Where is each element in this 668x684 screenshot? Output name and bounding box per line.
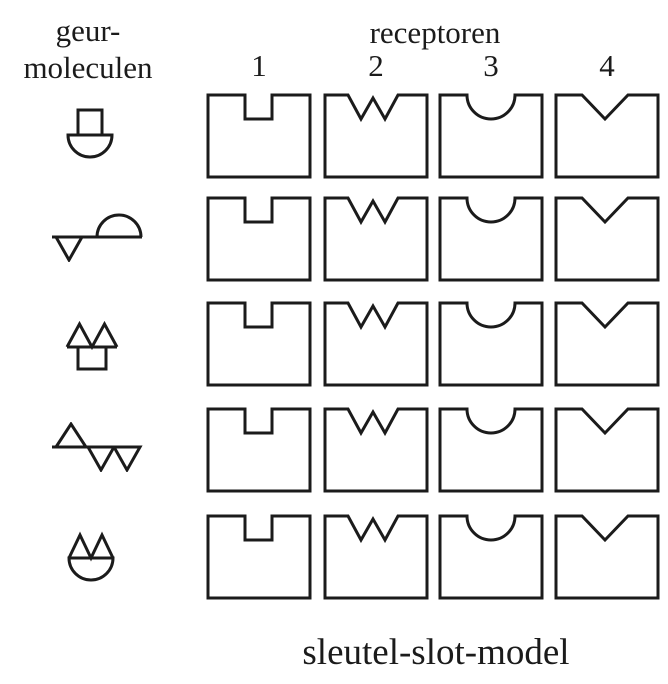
receptor-column-number-4: 4 bbox=[599, 48, 615, 83]
receptor-slot-row1-col2-double-v-notch bbox=[323, 93, 429, 179]
receptor-slot-row4-col1-square-notch bbox=[206, 407, 312, 493]
molecules-header-line2: moleculen bbox=[23, 50, 153, 85]
receptor-column-number-1: 1 bbox=[251, 48, 267, 83]
receptor-slot-row1-col4-v-notch bbox=[554, 93, 660, 179]
molecule-icon-two-up-triangles-on-dome bbox=[67, 531, 115, 582]
receptor-slot-row1-col3-semicircle-notch bbox=[438, 93, 544, 179]
receptors-header: receptoren bbox=[369, 15, 501, 50]
receptor-slot-row5-col2-double-v-notch bbox=[323, 514, 429, 600]
receptor-slot-row4-col2-double-v-notch bbox=[323, 407, 429, 493]
receptor-slot-row3-col1-square-notch bbox=[206, 301, 312, 387]
receptor-column-number-2: 2 bbox=[368, 48, 384, 83]
receptor-slot-row2-col4-v-notch bbox=[554, 196, 660, 282]
receptor-slot-row5-col1-square-notch bbox=[206, 514, 312, 600]
receptor-slot-row4-col4-v-notch bbox=[554, 407, 660, 493]
receptor-slot-row4-col3-semicircle-notch bbox=[438, 407, 544, 493]
receptor-slot-row5-col3-semicircle-notch bbox=[438, 514, 544, 600]
molecule-icon-bar-with-up-triangle-and-two-down-triangles bbox=[52, 422, 143, 472]
receptor-column-number-3: 3 bbox=[483, 48, 499, 83]
figure-caption: sleutel-slot-model bbox=[302, 632, 570, 673]
molecule-icon-square-knob-on-dome bbox=[66, 108, 114, 159]
receptor-slot-row1-col1-square-notch bbox=[206, 93, 312, 179]
molecules-header: geur- moleculen bbox=[0, 12, 176, 86]
molecules-header-line1: geur- bbox=[55, 13, 121, 48]
receptor-slot-row2-col1-square-notch bbox=[206, 196, 312, 282]
receptor-slot-row2-col2-double-v-notch bbox=[323, 196, 429, 282]
molecule-icon-two-up-triangles-on-square bbox=[65, 320, 119, 371]
receptor-slot-row3-col3-semicircle-notch bbox=[438, 301, 544, 387]
receptor-slot-row3-col2-double-v-notch bbox=[323, 301, 429, 387]
molecule-icon-bar-with-down-triangle-and-dome bbox=[52, 213, 143, 262]
receptor-slot-row2-col3-semicircle-notch bbox=[438, 196, 544, 282]
receptor-slot-row3-col4-v-notch bbox=[554, 301, 660, 387]
receptor-slot-row5-col4-v-notch bbox=[554, 514, 660, 600]
